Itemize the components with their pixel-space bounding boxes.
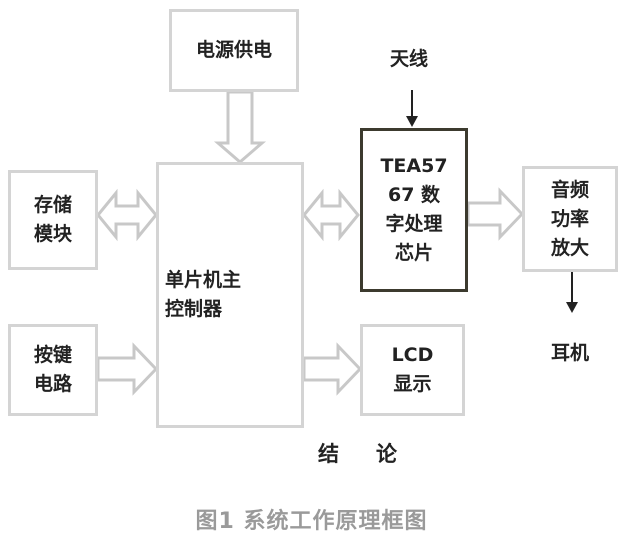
- arrow-antenna-head: [406, 116, 418, 127]
- storage-label-line-2: 模块: [33, 223, 72, 245]
- arrow-storage-mcu: [96, 188, 158, 242]
- keys-label-line-1: 按键: [33, 344, 72, 366]
- arrow-keys-to-mcu: [96, 342, 159, 396]
- arrow-power-to-mcu: [213, 90, 267, 164]
- amp-label-line-2: 功率: [550, 207, 589, 230]
- power-supply-label: 电源供电: [195, 39, 272, 61]
- tea-label-line-4: 芯片: [394, 242, 433, 264]
- amp-label-line-3: 放大: [550, 236, 589, 259]
- arrow-earphone-head: [566, 302, 578, 313]
- keys-label-line-2: 电路: [33, 373, 72, 395]
- tea-label-line-2: 67 数: [387, 184, 441, 206]
- tea5767-chip-block: TEA57 67 数 字处理 芯片: [360, 128, 468, 292]
- antenna-label: 天线: [390, 48, 429, 70]
- tea-label-line-3: 字处理: [385, 213, 443, 235]
- earphone-label: 耳机: [551, 342, 590, 364]
- audio-amp-block: 音频 功率 放大: [522, 166, 618, 272]
- lcd-label-line-1: LCD: [391, 344, 434, 366]
- arrow-mcu-to-lcd: [302, 342, 363, 396]
- mcu-block: 单片机主 控制器: [156, 162, 304, 428]
- mcu-label-line-1: 单片机主: [165, 269, 242, 291]
- arrow-mcu-tea: [302, 188, 360, 242]
- storage-label-line-1: 存储: [33, 194, 72, 216]
- power-supply-block: 电源供电: [169, 9, 299, 92]
- conclusion-label: 结 论: [318, 442, 405, 466]
- tea-label-line-1: TEA57: [380, 155, 448, 177]
- figure-caption: 图1 系统工作原理框图: [195, 509, 428, 534]
- storage-module-block: 存储 模块: [8, 170, 98, 270]
- mcu-label-line-2: 控制器: [165, 298, 223, 320]
- lcd-label-line-2: 显示: [393, 373, 432, 395]
- arrow-tea-to-amp: [466, 187, 525, 241]
- key-circuit-block: 按键 电路: [8, 324, 98, 416]
- lcd-display-block: LCD 显示: [360, 324, 465, 416]
- amp-label-line-1: 音频: [550, 178, 589, 201]
